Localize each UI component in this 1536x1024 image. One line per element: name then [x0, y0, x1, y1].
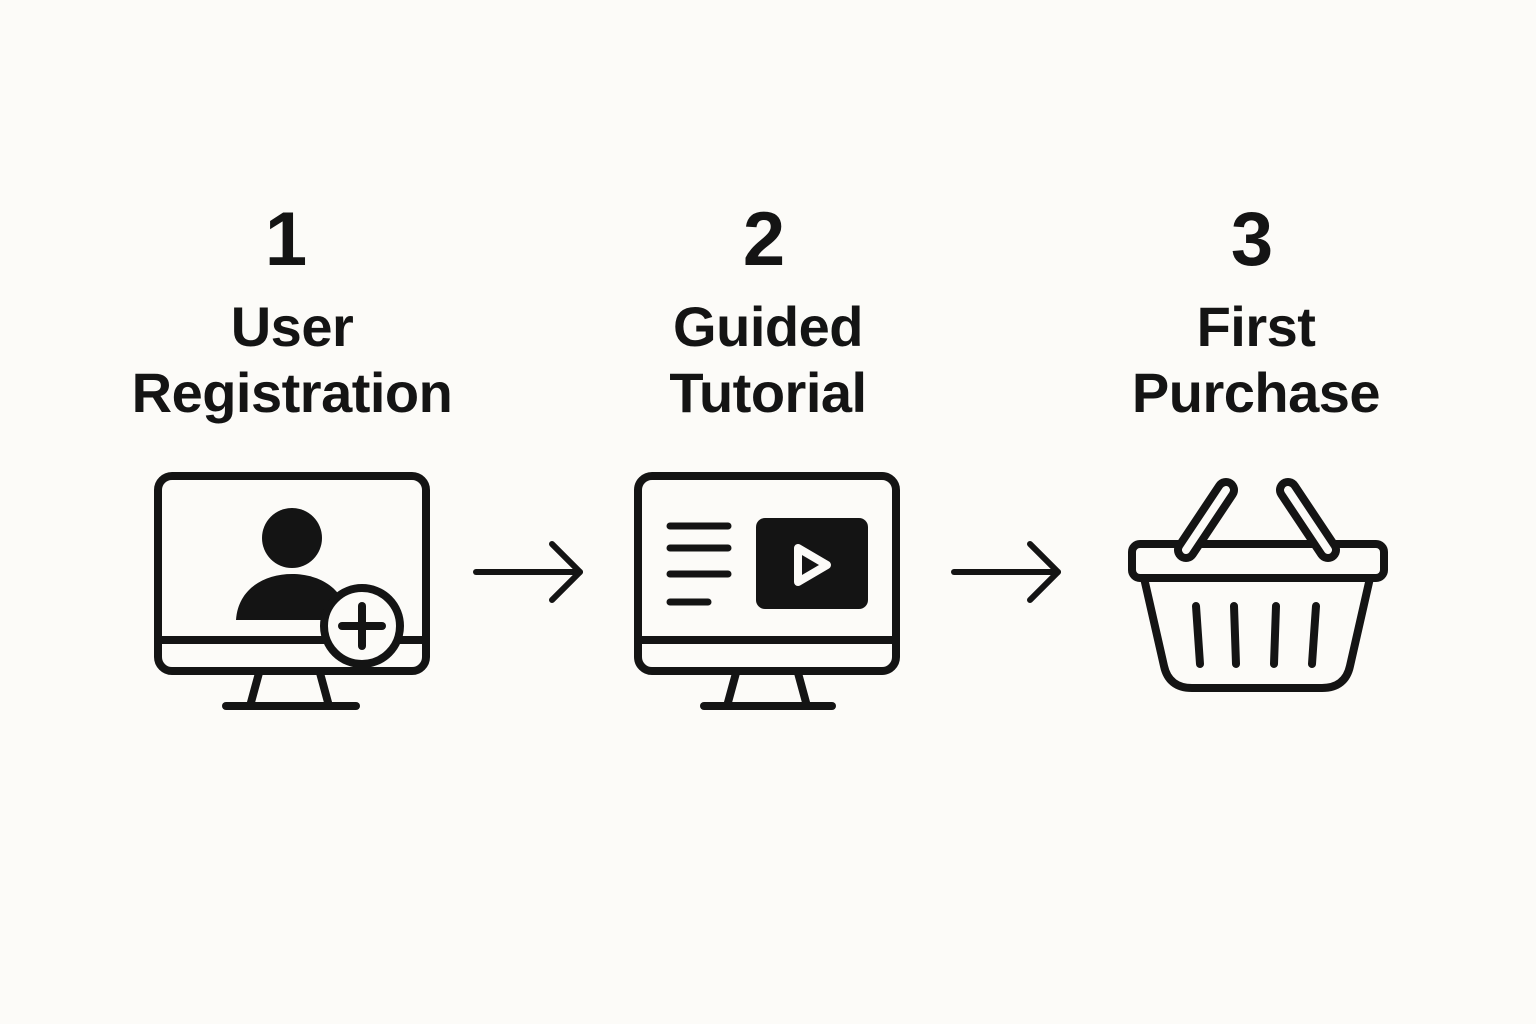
step-2-number: 2: [742, 197, 786, 282]
step-3-title-line-1: First: [1196, 295, 1316, 358]
step-3-title-line-2: Purchase: [1131, 361, 1381, 424]
step-2-title-line-1: Guided: [673, 295, 863, 358]
step-1-title-line-1: User: [230, 295, 354, 358]
step-2-title: Guided Tutorial: [568, 294, 968, 426]
shopping-basket-icon: [1128, 478, 1388, 692]
monitor-video-tutorial-icon: [634, 472, 900, 710]
step-3-title: First Purchase: [1056, 294, 1456, 426]
step-1-title-line-2: Registration: [131, 361, 453, 424]
step-3-number: 3: [1230, 197, 1274, 282]
video-player-icon: [756, 518, 868, 609]
monitor-user-add-icon: [154, 472, 430, 710]
play-icon: [794, 544, 831, 586]
step-2-title-line-2: Tutorial: [669, 361, 867, 424]
arrow-right-icon: [473, 541, 583, 603]
step-1-title: User Registration: [92, 294, 492, 426]
arrow-right-icon: [951, 541, 1061, 603]
step-1-number: 1: [264, 197, 308, 282]
